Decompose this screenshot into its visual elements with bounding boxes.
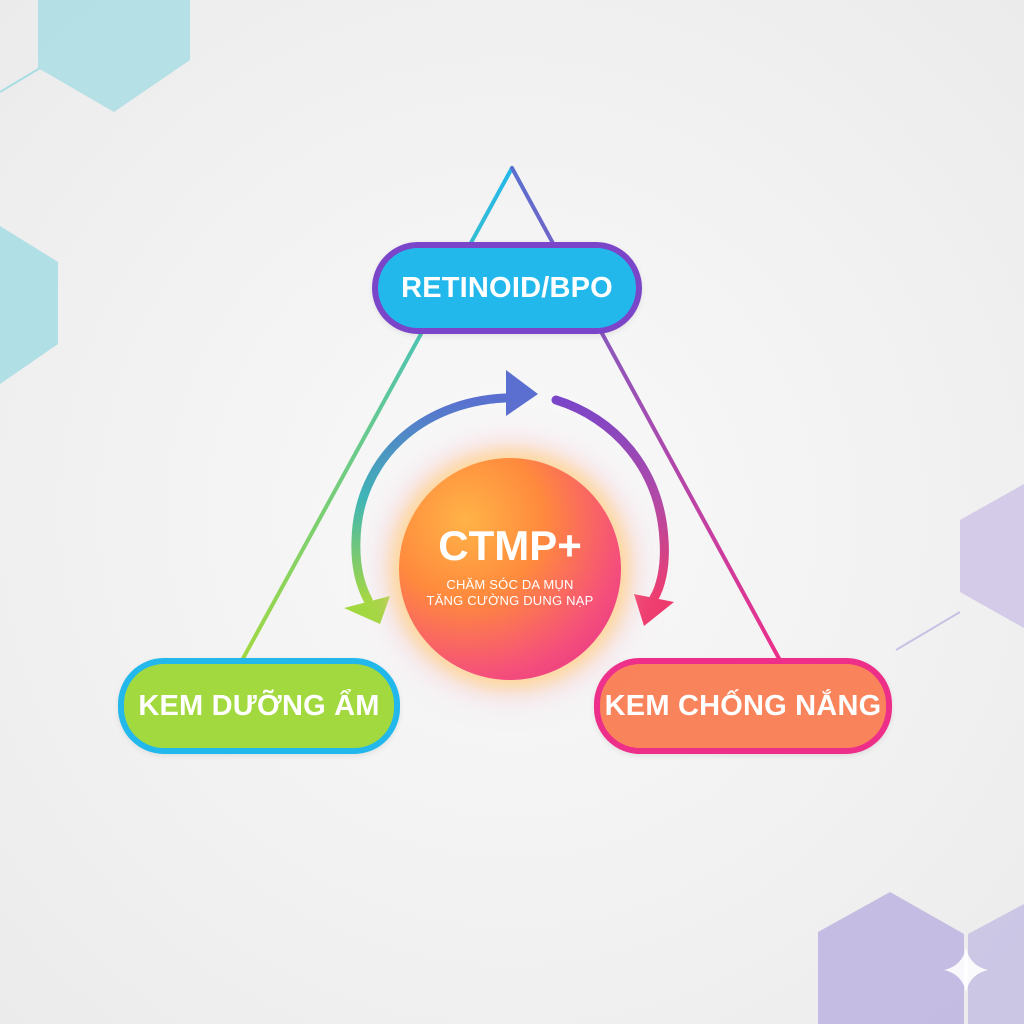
cycle-arrow-right-arc xyxy=(551,395,669,603)
sparkle-icon xyxy=(944,948,988,992)
node-retinoid-bpo-label: RETINOID/BPO xyxy=(401,271,613,304)
node-moisturizer: KEM DƯỠNG ẨM xyxy=(118,658,400,754)
center-title: CTMP+ xyxy=(438,522,582,569)
cycle-arrowhead-top xyxy=(506,370,538,416)
node-sunscreen-label: KEM CHỐNG NẮNG xyxy=(604,689,882,722)
hexagon-decoration-link xyxy=(895,611,961,651)
hexagon-decoration-link xyxy=(0,67,41,93)
hexagon-decoration xyxy=(38,0,190,112)
node-sunscreen: KEM CHỐNG NẮNG xyxy=(594,658,892,754)
hexagon-decoration xyxy=(968,904,1024,1024)
hexagon-decoration xyxy=(0,226,58,384)
cycle-arrowhead-left xyxy=(344,596,390,624)
node-retinoid-bpo: RETINOID/BPO xyxy=(372,242,642,334)
center-hub: CTMP+ CHĂM SÓC DA MỤN TĂNG CƯỜNG DUNG NẠ… xyxy=(399,458,621,680)
hexagon-decoration xyxy=(960,484,1024,628)
cycle-arrowhead-right xyxy=(634,594,674,626)
node-moisturizer-label: KEM DƯỠNG ẨM xyxy=(138,689,380,722)
hexagon-decoration xyxy=(818,892,964,1024)
center-subtitle-line2: TĂNG CƯỜNG DUNG NẠP xyxy=(426,593,594,608)
center-subtitle-line1: CHĂM SÓC DA MỤN xyxy=(446,577,574,592)
cycle-arrow-left-arc xyxy=(351,393,510,605)
